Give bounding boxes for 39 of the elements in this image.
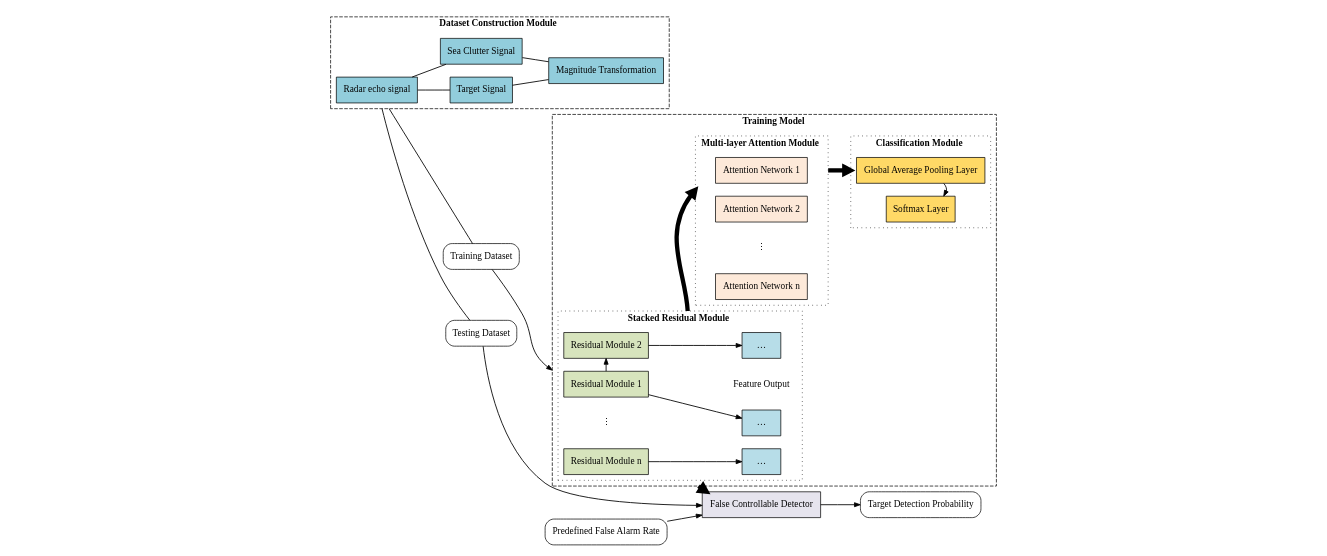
arrow	[943, 183, 949, 197]
node-box: Target Detection Probability	[860, 491, 982, 518]
arrow	[491, 269, 553, 371]
connector	[411, 63, 447, 78]
connector	[512, 79, 549, 86]
node-box: Magnitude Transformation	[548, 57, 664, 84]
node-box: Attention Network 1	[715, 157, 808, 184]
node-box: …	[741, 332, 782, 359]
label: Feature Output	[733, 378, 790, 389]
arrow	[648, 459, 743, 465]
node-box: Residual Module 1	[563, 370, 649, 398]
node-box: Attention Network n	[715, 273, 808, 300]
node-box: Testing Dataset	[445, 319, 518, 347]
connector	[381, 108, 471, 321]
connector	[388, 108, 473, 244]
node-box: Target Signal	[449, 76, 513, 104]
arrow	[674, 186, 699, 312]
node-box: Residual Module 2	[563, 332, 649, 359]
arrow	[828, 163, 856, 178]
node-box: Attention Network 2	[715, 195, 808, 223]
label: ⋮	[601, 417, 611, 428]
node-box: Training Dataset	[442, 243, 520, 270]
arrow	[603, 358, 609, 372]
node-box: Sea Clutter Signal	[440, 38, 523, 65]
node-box: …	[741, 448, 782, 475]
node-box: False Controllable Detector	[701, 491, 821, 518]
node-box: Radar echo signal	[336, 76, 418, 104]
connector	[521, 57, 549, 63]
arrow	[648, 343, 743, 348]
label: ⋮	[756, 242, 766, 253]
node-box: Softmax Layer	[885, 195, 956, 223]
node-box: …	[741, 409, 782, 437]
arrow	[666, 513, 703, 522]
node-box: Predefined False Alarm Rate	[544, 518, 668, 546]
arrow	[648, 394, 743, 420]
node-box: Global Average Pooling Layer	[856, 157, 986, 184]
node-box: Residual Module n	[563, 448, 649, 475]
arrow	[820, 502, 861, 508]
connector	[417, 89, 451, 91]
